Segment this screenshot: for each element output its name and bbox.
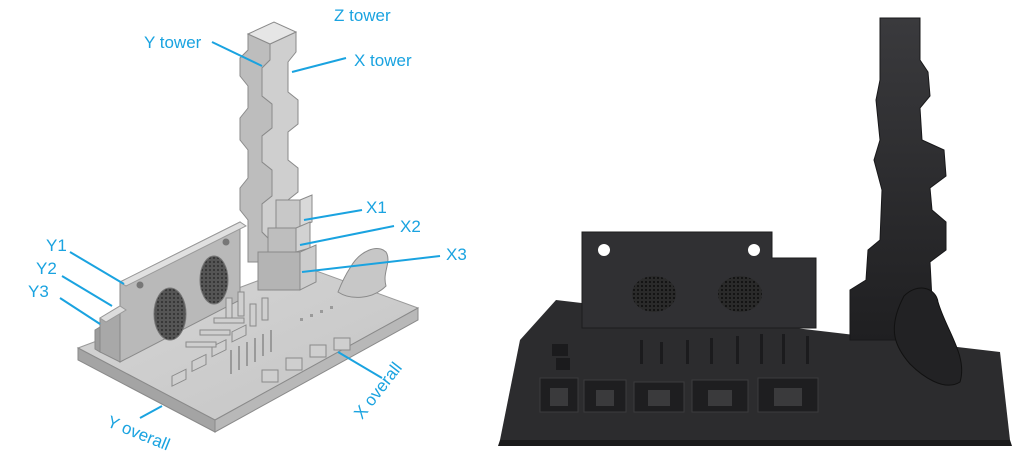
label-x2: X2 (400, 217, 421, 236)
overhang-feature (337, 248, 389, 298)
photo-dome-right (718, 276, 762, 312)
leader-x1 (303, 209, 363, 221)
label-x-overall: X overall (350, 359, 406, 423)
photo-back-wall (581, 231, 817, 329)
photo-base (500, 300, 1010, 440)
leader-y3 (59, 297, 101, 325)
leader-x3 (301, 255, 441, 273)
label-y3: Y3 (28, 282, 49, 301)
label-y1: Y1 (46, 236, 67, 255)
mesh-dome-right (199, 255, 229, 305)
pin-row (230, 306, 333, 374)
leader-y1 (69, 251, 125, 285)
back-wall (94, 221, 247, 363)
leader-x2 (299, 225, 395, 246)
label-y-tower: Y tower (144, 33, 202, 52)
annotation-layer (59, 41, 441, 419)
mesh-dome-left (153, 287, 187, 341)
label-y2: Y2 (36, 259, 57, 278)
photo-tower (849, 17, 947, 341)
photo-test-block-holes (550, 388, 802, 406)
leader-y-tower (211, 41, 263, 67)
label-x-tower: X tower (354, 51, 412, 70)
leader-y-overall (139, 405, 163, 419)
render-model (76, 21, 420, 433)
tower (239, 21, 317, 291)
leader-x-tower (291, 57, 347, 73)
label-x3: X3 (446, 245, 467, 264)
label-y-overall: Y overall (105, 412, 173, 454)
test-features (171, 291, 351, 387)
leader-x-overall (337, 351, 383, 379)
photo-dome-left (632, 276, 676, 312)
photo-overhang (893, 287, 963, 386)
label-z-tower: Z tower (334, 6, 391, 25)
printed-photo (498, 17, 1012, 446)
photo-pins (552, 334, 809, 370)
leader-y2 (61, 275, 113, 307)
label-x1: X1 (366, 198, 387, 217)
